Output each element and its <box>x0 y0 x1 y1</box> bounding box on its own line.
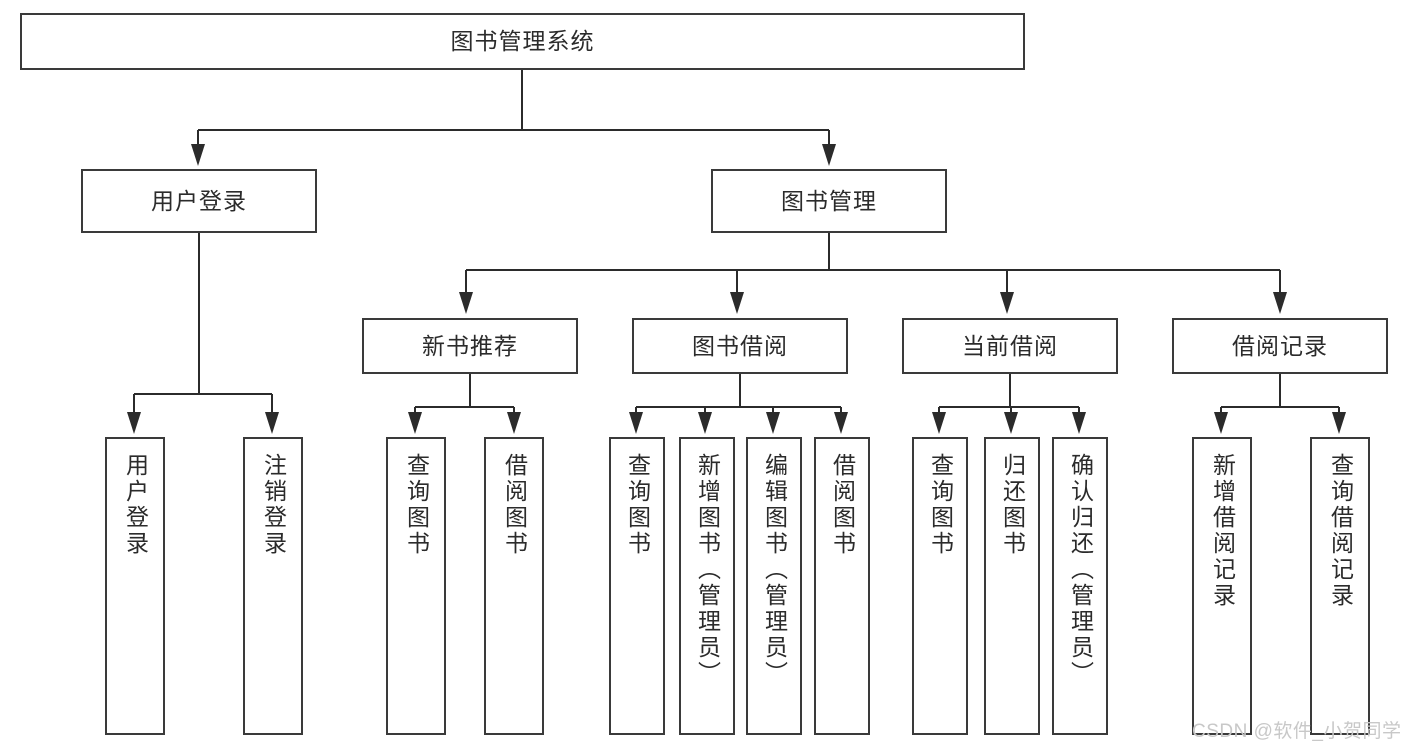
node-user-login[interactable]: 用户登录 <box>81 169 317 233</box>
connector-book-manage-bus <box>459 233 1287 314</box>
node-label-book-borrow: 图书借阅 <box>692 332 788 359</box>
connector-user-login-bus <box>127 233 279 434</box>
node-label-book-manage: 图书管理 <box>781 187 877 214</box>
connector-book-borrow-bus <box>629 374 848 434</box>
node-label-leaf-user-login: 用户登录 <box>122 453 149 557</box>
connector-current-borrow-bus <box>932 374 1086 434</box>
node-label-leaf-query-record: 查询借阅记录 <box>1327 453 1354 609</box>
node-book-borrow[interactable]: 图书借阅 <box>632 318 848 374</box>
node-label-leaf-borrow-book-rec: 借阅图书 <box>501 453 528 557</box>
node-leaf-add-record[interactable]: 新增借阅记录 <box>1192 437 1252 735</box>
node-leaf-return-book[interactable]: 归还图书 <box>984 437 1040 735</box>
node-label-borrow-record: 借阅记录 <box>1232 332 1328 359</box>
csdn-watermark: CSDN @软件_小贺同学 <box>1192 721 1402 742</box>
connector-borrow-record-bus <box>1214 374 1346 434</box>
node-label-user-login: 用户登录 <box>151 187 247 214</box>
node-label-leaf-query-book-c: 查询图书 <box>927 453 954 557</box>
node-label-leaf-return-book: 归还图书 <box>999 453 1026 557</box>
node-leaf-query-book-rec[interactable]: 查询图书 <box>386 437 446 735</box>
node-leaf-edit-book[interactable]: 编辑图书（管理员） <box>746 437 802 735</box>
node-leaf-borrow-book-b[interactable]: 借阅图书 <box>814 437 870 735</box>
node-book-manage[interactable]: 图书管理 <box>711 169 947 233</box>
node-label-leaf-confirm-return: 确认归还（管理员） <box>1067 453 1094 687</box>
node-leaf-confirm-return[interactable]: 确认归还（管理员） <box>1052 437 1108 735</box>
node-leaf-borrow-book-rec[interactable]: 借阅图书 <box>484 437 544 735</box>
node-leaf-query-record[interactable]: 查询借阅记录 <box>1310 437 1370 735</box>
node-root[interactable]: 图书管理系统 <box>20 13 1025 70</box>
node-current-borrow[interactable]: 当前借阅 <box>902 318 1118 374</box>
node-leaf-logout[interactable]: 注销登录 <box>243 437 303 735</box>
node-leaf-user-login[interactable]: 用户登录 <box>105 437 165 735</box>
node-leaf-query-book-b[interactable]: 查询图书 <box>609 437 665 735</box>
node-label-new-book-rec: 新书推荐 <box>422 332 518 359</box>
connector-new-book-bus <box>408 374 521 434</box>
node-label-leaf-query-book-rec: 查询图书 <box>403 453 430 557</box>
node-label-leaf-add-book: 新增图书（管理员） <box>694 453 721 687</box>
node-borrow-record[interactable]: 借阅记录 <box>1172 318 1388 374</box>
node-label-leaf-logout: 注销登录 <box>260 453 287 557</box>
node-label-leaf-query-book-b: 查询图书 <box>624 453 651 557</box>
connector-root-bus <box>191 70 836 166</box>
node-label-leaf-edit-book: 编辑图书（管理员） <box>761 453 788 687</box>
node-label-current-borrow: 当前借阅 <box>962 332 1058 359</box>
node-label-root: 图书管理系统 <box>450 28 595 55</box>
node-label-leaf-borrow-book-b: 借阅图书 <box>829 453 856 557</box>
node-leaf-add-book[interactable]: 新增图书（管理员） <box>679 437 735 735</box>
node-new-book-rec[interactable]: 新书推荐 <box>362 318 578 374</box>
node-leaf-query-book-c[interactable]: 查询图书 <box>912 437 968 735</box>
node-label-leaf-add-record: 新增借阅记录 <box>1209 453 1236 609</box>
